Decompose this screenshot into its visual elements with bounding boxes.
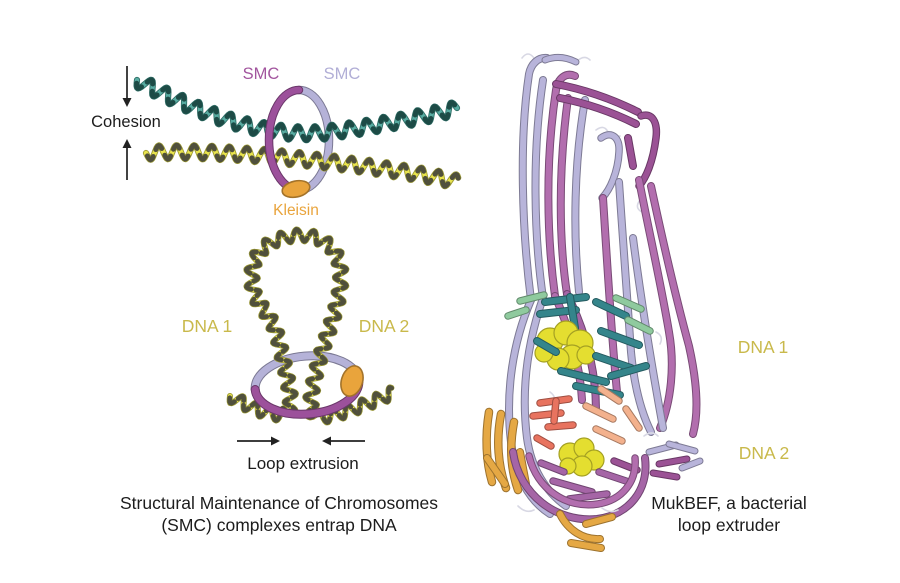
dna1-label-left: DNA 1 bbox=[181, 316, 233, 336]
right-caption-line1: MukBEF, a bacterial bbox=[651, 493, 807, 513]
cohesion-diagram bbox=[133, 76, 462, 195]
dna2-label-right: DNA 2 bbox=[738, 443, 790, 463]
cohesion-down-arrow-icon bbox=[122, 66, 132, 107]
left-caption-line1: Structural Maintenance of Chromosomes bbox=[119, 493, 439, 513]
cohesion-up-arrow-icon bbox=[122, 139, 132, 180]
smc-label-lavender: SMC bbox=[323, 65, 361, 83]
mukbef-structure-bottom bbox=[509, 432, 704, 552]
left-caption-line2: (SMC) complexes entrap DNA bbox=[161, 514, 397, 535]
dna1-label-right: DNA 1 bbox=[737, 337, 789, 357]
kleisin-blob-loop bbox=[340, 365, 364, 397]
smc-label-magenta: SMC bbox=[242, 65, 280, 83]
dna2-label-left: DNA 2 bbox=[358, 316, 410, 336]
kleisin-blob bbox=[281, 179, 311, 199]
cohesion-label: Cohesion bbox=[91, 113, 161, 131]
mukbef-structure-lower bbox=[482, 327, 650, 495]
loop-extrusion-diagram bbox=[226, 226, 395, 426]
kleisin-label: Kleisin bbox=[273, 202, 319, 219]
loop-extrusion-label: Loop extrusion bbox=[247, 454, 359, 473]
loop-arrow-left-icon bbox=[322, 436, 365, 446]
right-caption-line2: loop extruder bbox=[677, 514, 781, 535]
loop-arrow-right-icon bbox=[237, 436, 280, 446]
left-panel-caption: Structural Maintenance of Chromosomes(SM… bbox=[76, 493, 482, 536]
